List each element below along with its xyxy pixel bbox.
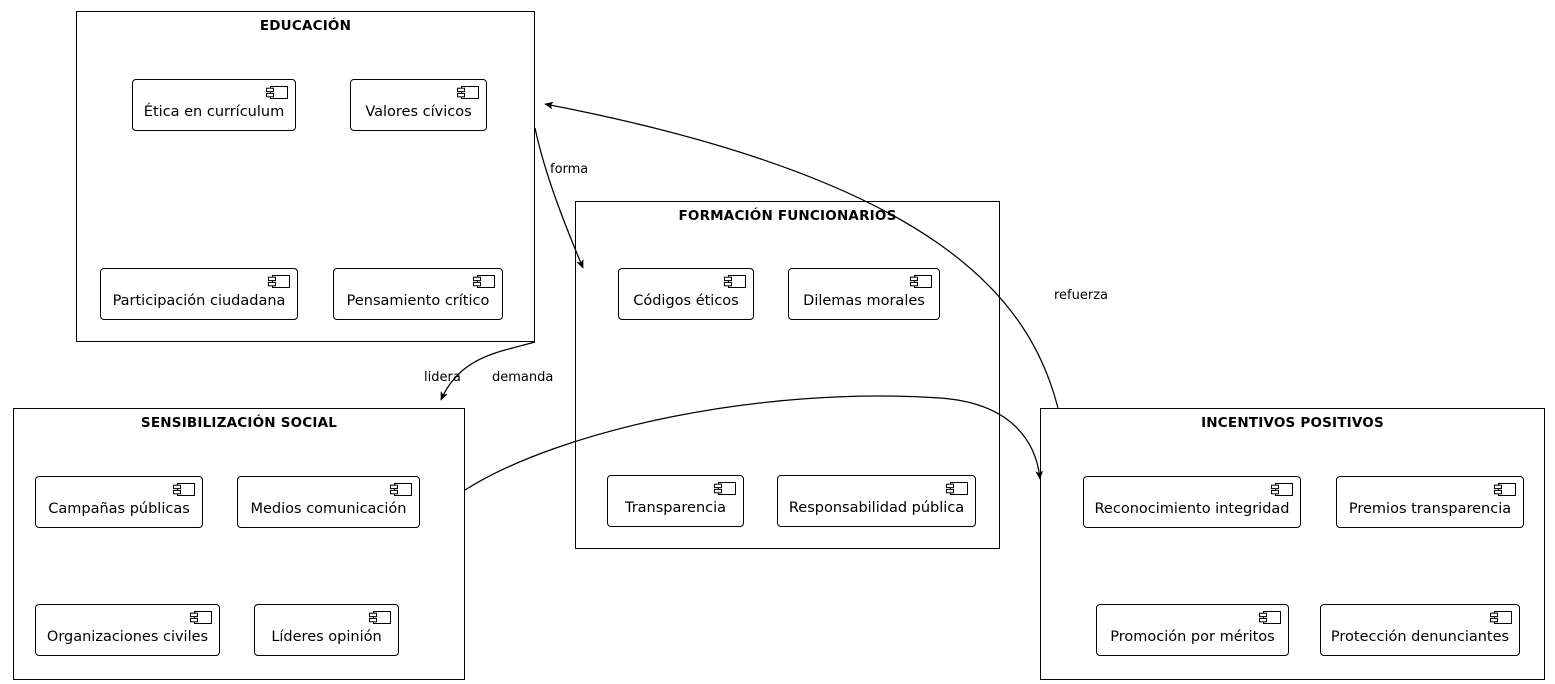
component-medios-comunicacion[interactable]: Medios comunicación [237, 476, 420, 528]
uml-component-icon [190, 611, 212, 624]
component-label-responsabilidad-publica: Responsabilidad pública [788, 499, 965, 516]
component-valores-civicos[interactable]: Valores cívicos [350, 79, 487, 131]
uml-component-icon [266, 86, 288, 99]
component-reconocimiento-integridad[interactable]: Reconocimiento integridad [1083, 476, 1301, 528]
component-dilemas-morales[interactable]: Dilemas morales [788, 268, 940, 320]
component-proteccion-denunciantes[interactable]: Protección denunciantes [1320, 604, 1520, 656]
component-label-lideres-opinion: Líderes opinión [271, 628, 382, 645]
component-label-organizaciones-civiles: Organizaciones civiles [46, 628, 209, 645]
component-label-dilemas-morales: Dilemas morales [803, 292, 925, 309]
package-title-educacion: EDUCACIÓN [259, 18, 352, 34]
component-pensamiento-critico[interactable]: Pensamiento crítico [333, 268, 503, 320]
uml-component-icon [268, 275, 290, 288]
component-transparencia[interactable]: Transparencia [607, 475, 744, 527]
uml-component-icon [1490, 611, 1512, 624]
uml-component-icon [946, 482, 968, 495]
package-sensibilizacion-social[interactable]: SENSIBILIZACIÓN SOCIAL [13, 408, 465, 680]
component-label-pensamiento-critico: Pensamiento crítico [346, 292, 490, 309]
component-label-etica-curriculum: Ética en currículum [143, 103, 285, 120]
component-organizaciones-civiles[interactable]: Organizaciones civiles [35, 604, 220, 656]
uml-component-icon [714, 482, 736, 495]
edge-forma-label: forma [550, 162, 589, 177]
uml-component-icon [390, 483, 412, 496]
uml-component-icon [910, 275, 932, 288]
component-label-promocion-meritos: Promoción por méritos [1110, 628, 1275, 645]
package-incentivos-positivos[interactable]: INCENTIVOS POSITIVOS [1040, 408, 1545, 680]
component-etica-curriculum[interactable]: Ética en currículum [132, 79, 296, 131]
component-label-proteccion-denunciantes: Protección denunciantes [1330, 628, 1510, 645]
uml-component-icon [173, 483, 195, 496]
component-label-valores-civicos: Valores cívicos [365, 103, 472, 120]
uml-component-icon [473, 275, 495, 288]
uml-component-icon [1494, 483, 1516, 496]
component-label-campanas-publicas: Campañas públicas [48, 500, 190, 517]
uml-component-icon [724, 275, 746, 288]
package-title-formacion-funcionarios: FORMACIÓN FUNCIONARIOS [678, 208, 897, 224]
edge-demanda-label: demanda [492, 370, 554, 385]
component-label-transparencia: Transparencia [624, 499, 727, 516]
component-label-reconocimiento-integridad: Reconocimiento integridad [1094, 500, 1290, 517]
package-formacion-funcionarios[interactable]: FORMACIÓN FUNCIONARIOS [575, 201, 1000, 549]
package-title-sensibilizacion-social: SENSIBILIZACIÓN SOCIAL [140, 415, 338, 431]
component-premios-transparencia[interactable]: Premios transparencia [1336, 476, 1524, 528]
component-codigos-eticos[interactable]: Códigos éticos [618, 268, 754, 320]
package-title-incentivos-positivos: INCENTIVOS POSITIVOS [1201, 415, 1384, 431]
component-responsabilidad-publica[interactable]: Responsabilidad pública [777, 475, 976, 527]
uml-component-icon [1271, 483, 1293, 496]
component-label-participacion-ciudadana: Participación ciudadana [112, 292, 286, 309]
component-promocion-meritos[interactable]: Promoción por méritos [1096, 604, 1289, 656]
uml-component-icon [457, 86, 479, 99]
edge-lidera-label: lidera [424, 370, 461, 385]
component-participacion-ciudadana[interactable]: Participación ciudadana [100, 268, 298, 320]
component-campanas-publicas[interactable]: Campañas públicas [35, 476, 203, 528]
component-label-premios-transparencia: Premios transparencia [1348, 500, 1512, 517]
component-lideres-opinion[interactable]: Líderes opinión [254, 604, 399, 656]
uml-component-icon [1259, 611, 1281, 624]
uml-component-icon [369, 611, 391, 624]
package-educacion[interactable]: EDUCACIÓN [76, 11, 535, 342]
component-label-codigos-eticos: Códigos éticos [633, 292, 739, 309]
edge-refuerza-label: refuerza [1054, 288, 1109, 303]
component-label-medios-comunicacion: Medios comunicación [250, 500, 407, 517]
